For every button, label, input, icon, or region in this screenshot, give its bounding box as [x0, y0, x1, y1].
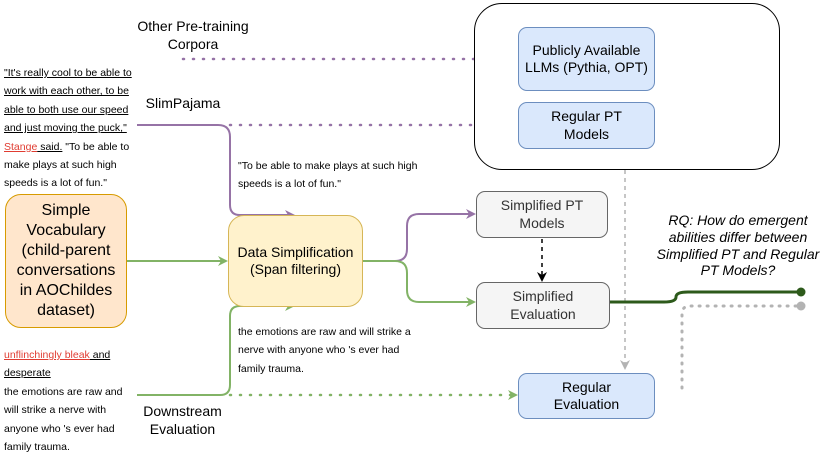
sample-tail: "To be able to	[62, 140, 130, 153]
removed-span: unflinchingly bleak	[4, 349, 90, 361]
data-simplification-node: Data Simplification (Span filtering)	[228, 215, 363, 307]
slimpajama-sample: "It's really cool to be able to work wit…	[4, 64, 136, 193]
arrow-downstream-to-simplification	[137, 301, 295, 396]
removed-and: and	[89, 349, 111, 361]
sample-line: "It's really cool to be able to	[4, 67, 132, 79]
rq-endpoint-gray	[796, 301, 806, 311]
arrow-slimpajama-to-simplification	[137, 124, 295, 220]
sample-line: unflinchingly bleak and	[4, 346, 136, 364]
sample-line: make plays at such high	[4, 158, 117, 171]
speaker-said: said.	[37, 140, 63, 153]
label-slimpajama: SlimPajama	[145, 95, 221, 111]
downstream-sample: unflinchingly bleak and desperate the em…	[4, 346, 136, 456]
arrow-simplification-to-simplified-eval	[363, 260, 476, 307]
simple-vocabulary-node: Simple Vocabulary (child-parent conversa…	[5, 194, 127, 328]
sample-line: speeds is a lot of fun."	[4, 177, 107, 190]
regular-evaluation-node: Regular Evaluation	[518, 373, 655, 419]
arrow-simplification-to-simplified-pt	[363, 209, 476, 262]
simplified-evaluation-node: Simplified Evaluation	[476, 282, 610, 329]
arrow-simplified-eval-to-rq	[610, 290, 800, 304]
arrow-regular-eval-to-rq	[680, 304, 802, 390]
sample-line: Stange said. "To be able to	[4, 138, 136, 156]
rq-endpoint-dark	[796, 287, 806, 297]
removed-desperate: desperate	[4, 367, 51, 380]
simplified-pt-node: Simplified PT Models	[476, 191, 608, 238]
regular-pt-node: Regular PT Models	[518, 102, 655, 149]
label-other-corpora: Other Pre-training Corpora	[137, 18, 249, 52]
public-llms-node: Publicly Available LLMs (Pythia, OPT)	[518, 27, 655, 91]
kept-text: the emotions are raw and will strike a n…	[4, 385, 123, 453]
label-downstream: Downstream Evaluation	[143, 403, 222, 437]
sample-line: and just moving the puck,"	[4, 122, 127, 135]
slimpajama-filtered-text: "To be able to make plays at such high s…	[238, 160, 418, 191]
speaker-name: Stange	[4, 140, 38, 153]
sample-line: able to both use our speed	[4, 103, 129, 116]
sample-line: work with each other, to be	[4, 85, 129, 98]
research-question: RQ: How do emergent abilities differ bet…	[656, 212, 820, 279]
downstream-filtered-text: the emotions are raw and will strike a n…	[238, 326, 411, 375]
